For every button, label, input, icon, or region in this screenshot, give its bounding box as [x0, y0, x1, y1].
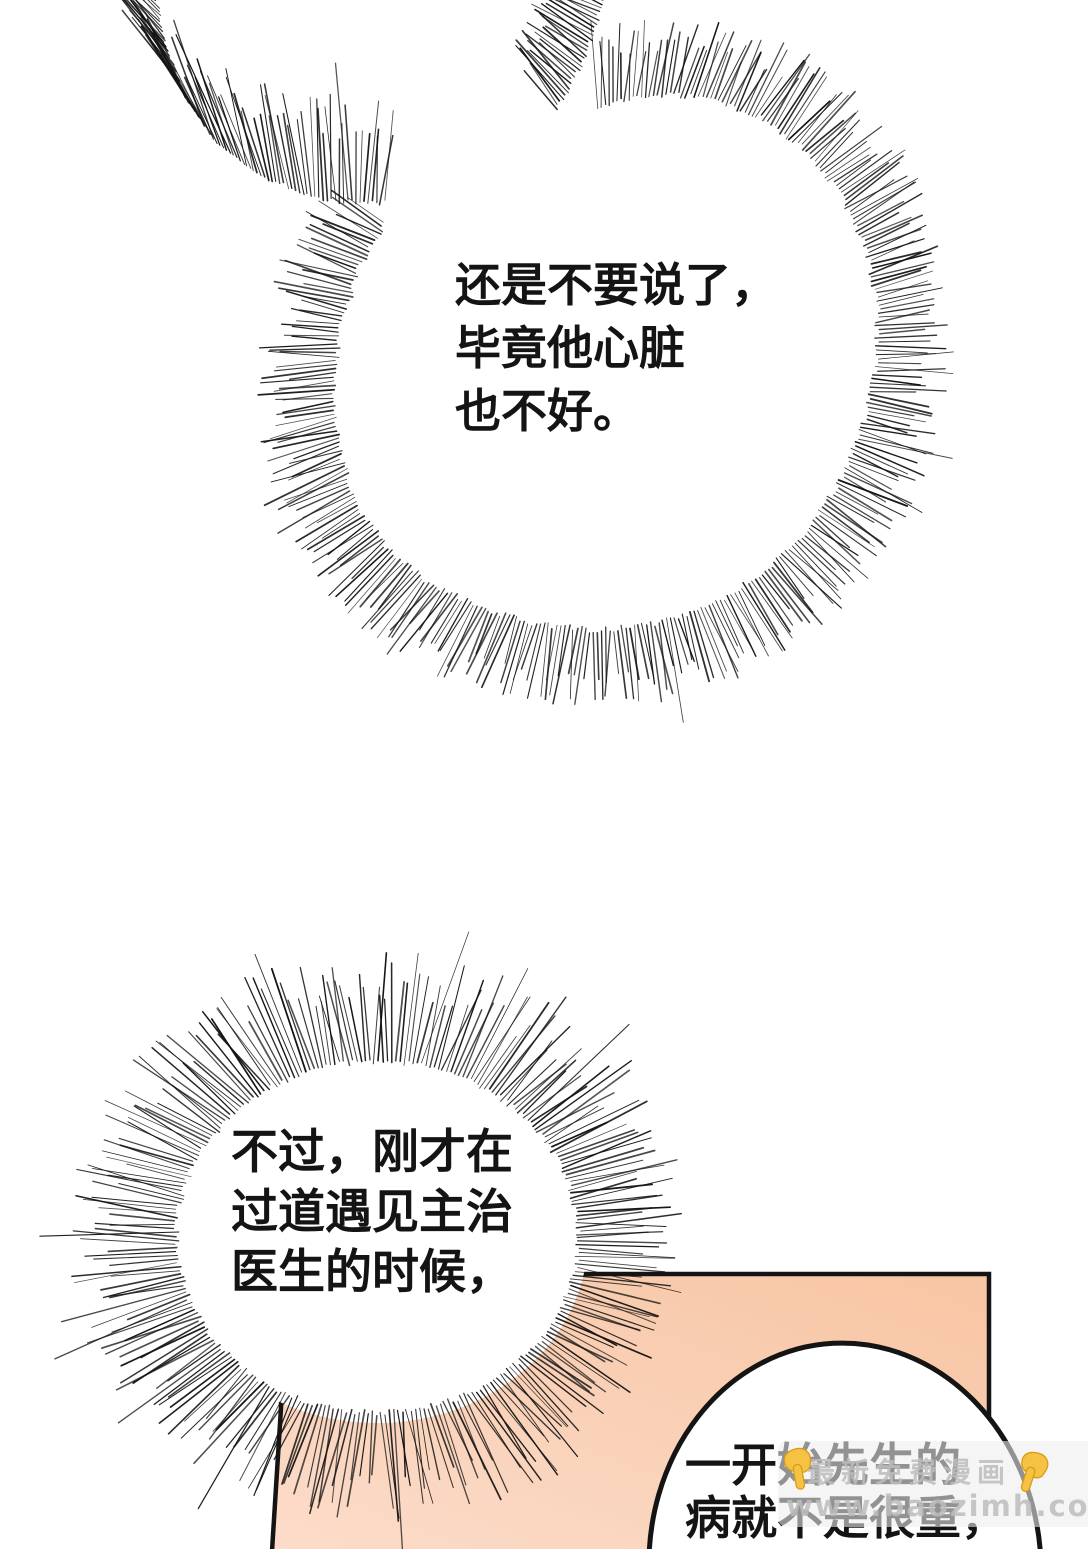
site-watermark: 最新免费漫画 www.baozimh.com — [778, 1441, 1088, 1527]
speech-bubble-1-shape — [121, 0, 954, 723]
watermark-title: 最新免费漫画 — [807, 1456, 1012, 1489]
speech-bubble-2-shape — [39, 931, 682, 1549]
dialogue-line: 还是不要说了， — [455, 258, 777, 312]
speech-bubble-2-text: 不过，刚才在 过道遇见主治 医生的时候， — [231, 1123, 513, 1303]
dialogue-line: 不过，刚才在 — [231, 1125, 513, 1180]
dialogue-line: 过道遇见主治 — [231, 1185, 513, 1240]
dialogue-line: 毕竟他心脏 — [455, 321, 685, 375]
speech-bubble-1-text: 还是不要说了， 毕竟他心脏 也不好。 — [455, 254, 777, 443]
dialogue-line: 也不好。 — [455, 384, 639, 438]
dialogue-line: 医生的时候， — [231, 1245, 513, 1300]
pointing-down-icon — [783, 1447, 812, 1490]
pointing-down-icon — [1020, 1451, 1049, 1493]
watermark-url: www.baozimh.com — [786, 1489, 1088, 1523]
